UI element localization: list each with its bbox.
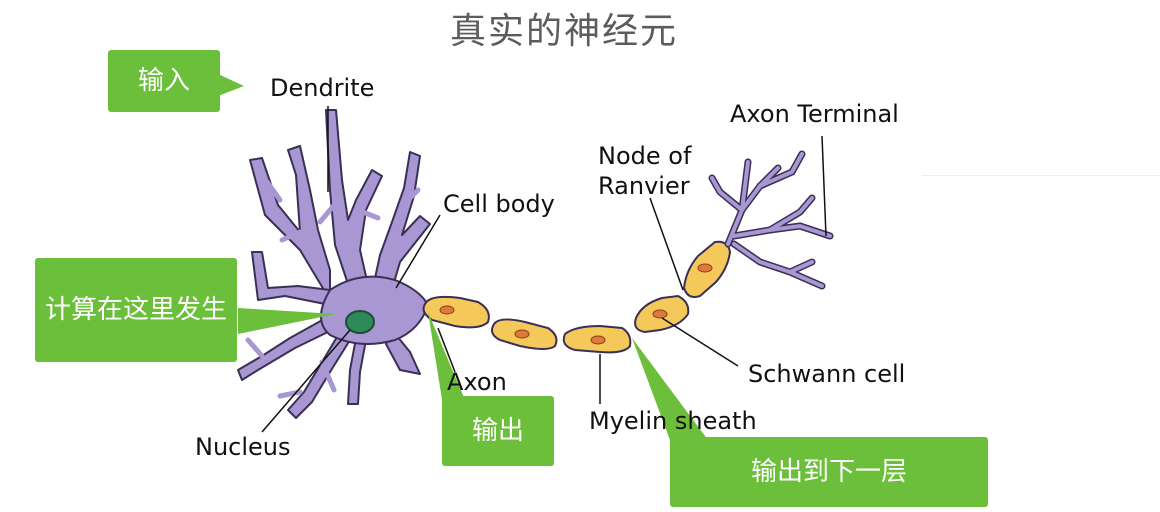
schwann-nuclei — [439, 263, 713, 345]
dendrite-upper — [325, 109, 383, 291]
callout-output-next-layer: 输出到下一层 — [670, 437, 988, 507]
page-title: 真实的神经元 — [449, 11, 678, 52]
pointer-input — [218, 74, 244, 96]
dendrite-left — [251, 251, 331, 306]
axon-terminal-fill — [710, 152, 832, 288]
callout-compute: 计算在这里发生 — [35, 258, 237, 362]
myelin-segment-1 — [422, 295, 490, 329]
myelin-segments — [422, 240, 732, 354]
label-axon-terminal: Axon Terminal — [730, 100, 899, 128]
label-schwann-cell: Schwann cell — [748, 360, 906, 388]
leader-lines — [261, 106, 827, 433]
dendrite-lower-left — [237, 317, 333, 381]
leader-axon-terminal — [821, 135, 827, 237]
neuron-soma-group — [237, 109, 431, 419]
pointer-output-next — [632, 338, 708, 440]
leader-nucleus — [261, 329, 351, 433]
label-cell-body: Cell body — [443, 190, 555, 218]
callout-pointers — [218, 74, 708, 440]
callout-input: 输入 — [108, 50, 220, 112]
label-node-of-ranvier-2: Ranvier — [598, 172, 690, 200]
leader-cell-body — [395, 214, 441, 289]
divider — [922, 175, 1160, 176]
pointer-output — [428, 312, 470, 412]
label-node-of-ranvier-1: Node of — [598, 142, 692, 170]
leader-schwann — [661, 317, 739, 367]
nucleus-shape — [345, 310, 375, 334]
dendrite-lower — [287, 331, 351, 419]
cell-body-shape — [320, 275, 429, 345]
label-axon: Axon — [447, 368, 507, 396]
callout-output: 输出 — [442, 396, 554, 466]
pointer-compute — [238, 308, 336, 334]
label-dendrite: Dendrite — [270, 74, 375, 102]
leader-node-ranvier — [649, 197, 684, 291]
leader-axon — [437, 327, 456, 373]
dendrite-bottom — [347, 337, 367, 405]
label-myelin-sheath: Myelin sheath — [589, 407, 757, 435]
dendrite-branches — [245, 172, 421, 399]
dendrite-upper-right — [371, 151, 431, 297]
label-nucleus: Nucleus — [195, 433, 291, 461]
